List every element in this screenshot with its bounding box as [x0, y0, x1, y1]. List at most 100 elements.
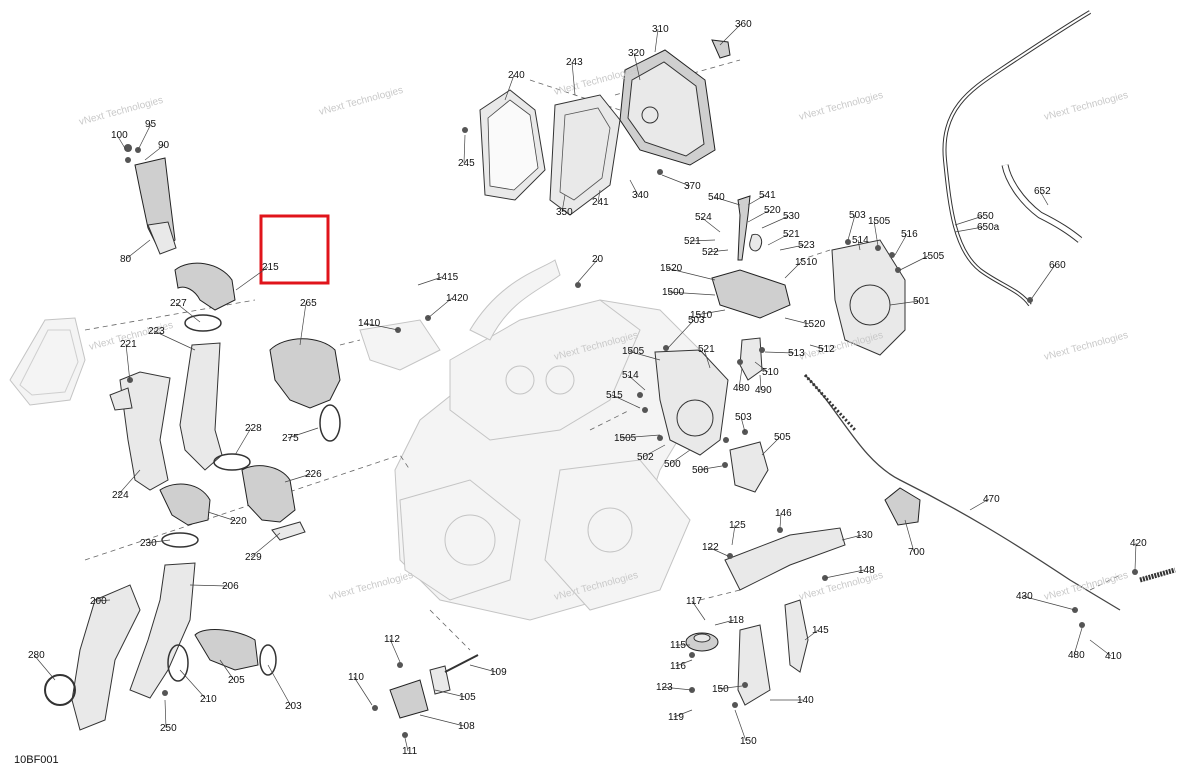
leader-line-652 [1039, 190, 1049, 206]
callout-515: 515 [606, 390, 623, 401]
leader-line-660 [1031, 264, 1056, 299]
leader-line-230 [145, 539, 171, 544]
fasteners [127, 127, 1138, 738]
callout-502: 502 [637, 452, 654, 463]
callout-541: 541 [759, 190, 776, 201]
leader-line-521c [703, 348, 711, 369]
leader-line-146 [779, 512, 782, 529]
leader-line-650 [954, 215, 984, 226]
duct-224 [109, 371, 171, 491]
plate-229 [271, 521, 306, 541]
watermark-text: vNext Technologies [1043, 330, 1129, 363]
callout-480a: 480 [733, 383, 750, 394]
callout-490: 490 [755, 385, 772, 396]
callout-245: 245 [458, 158, 475, 169]
clamp-203 [259, 644, 277, 676]
callout-123: 123 [656, 682, 673, 693]
callout-150a: 150 [712, 684, 729, 695]
leader-line-320 [633, 52, 641, 81]
callout-480b: 480 [1068, 650, 1085, 661]
leader-line-430 [1021, 595, 1076, 611]
leader-line-111 [404, 737, 409, 752]
callout-109: 109 [490, 667, 507, 678]
callout-150b: 150 [740, 736, 757, 747]
leader-line-122 [707, 546, 729, 557]
callout-410: 410 [1105, 651, 1122, 662]
leader-line-523 [779, 244, 805, 251]
air-filter-element [479, 89, 546, 201]
leader-line-95 [137, 123, 152, 151]
leader-line-515 [611, 394, 641, 409]
leader-line-90 [144, 144, 165, 161]
callout-1510b: 1510 [690, 310, 713, 321]
leader-line-130 [841, 534, 863, 541]
leader-line-1510b [695, 309, 726, 316]
leader-line-502 [642, 444, 666, 458]
callout-108: 108 [458, 721, 475, 732]
leader-line-521a [689, 239, 716, 242]
leader-line-1410 [363, 322, 399, 331]
leader-line-510 [754, 361, 769, 373]
bracket-510 [739, 337, 763, 381]
leader-line-117 [691, 600, 706, 621]
callout-labels: 3603103202432402453502413403709510090802… [28, 19, 1147, 757]
callout-210: 210 [200, 694, 217, 705]
leader-line-1520a [665, 267, 716, 281]
leader-line-480b [1073, 627, 1083, 656]
duct-265 [269, 338, 341, 409]
callout-540: 540 [708, 192, 725, 203]
callout-521b: 521 [783, 229, 800, 240]
leader-line-514b [627, 374, 646, 391]
callout-95: 95 [145, 119, 157, 130]
leader-line-650a [954, 226, 984, 233]
callout-228: 228 [245, 423, 262, 434]
callout-1410: 1410 [358, 318, 381, 329]
filter-frame [549, 94, 621, 216]
leader-line-516 [894, 233, 908, 256]
callout-227: 227 [170, 298, 187, 309]
watermark-text: vNext Technologies [328, 570, 414, 603]
leader-line-20 [577, 258, 599, 283]
leader-line-490 [759, 374, 762, 391]
clamp-230 [161, 532, 199, 548]
tube-223 [179, 342, 223, 471]
leader-line-116 [675, 659, 693, 667]
leader-line-1505a [873, 220, 879, 247]
leader-line-112 [389, 638, 401, 663]
leader-line-514a [857, 239, 861, 251]
airbox-ghost [9, 317, 86, 406]
callout-116: 116 [670, 661, 686, 672]
callout-503c: 503 [735, 412, 752, 423]
leader-line-105 [434, 689, 466, 698]
duct-200 [71, 584, 141, 731]
throttle-body [124, 144, 177, 255]
shift-lever [737, 195, 763, 261]
mount-115 [685, 632, 719, 652]
leader-line-245 [463, 134, 466, 164]
callout-118: 118 [728, 615, 744, 626]
callout-205: 205 [228, 675, 245, 686]
callout-110: 110 [348, 672, 364, 683]
leader-line-500 [669, 449, 691, 465]
leader-line-410 [1089, 639, 1112, 657]
bracket-505 [729, 441, 769, 493]
leader-line-148 [824, 569, 865, 579]
callout-224: 224 [112, 490, 129, 501]
leader-line-310 [654, 28, 659, 53]
callout-470: 470 [983, 494, 1000, 505]
leader-line-340 [629, 179, 639, 196]
callout-90: 90 [158, 140, 170, 151]
leader-line-1420 [427, 297, 453, 319]
leader-line-503b [667, 319, 695, 349]
leader-line-520 [747, 209, 771, 223]
leader-line-505 [761, 436, 781, 456]
leader-line-506 [697, 465, 723, 471]
clamp-280 [44, 674, 76, 706]
clamp-210 [167, 644, 189, 682]
tube-206 [129, 562, 196, 699]
watermark-text: vNext Technologies [798, 90, 884, 123]
leader-line-501 [889, 300, 920, 306]
leader-line-228 [234, 427, 252, 456]
callout-215: 215 [262, 262, 279, 273]
